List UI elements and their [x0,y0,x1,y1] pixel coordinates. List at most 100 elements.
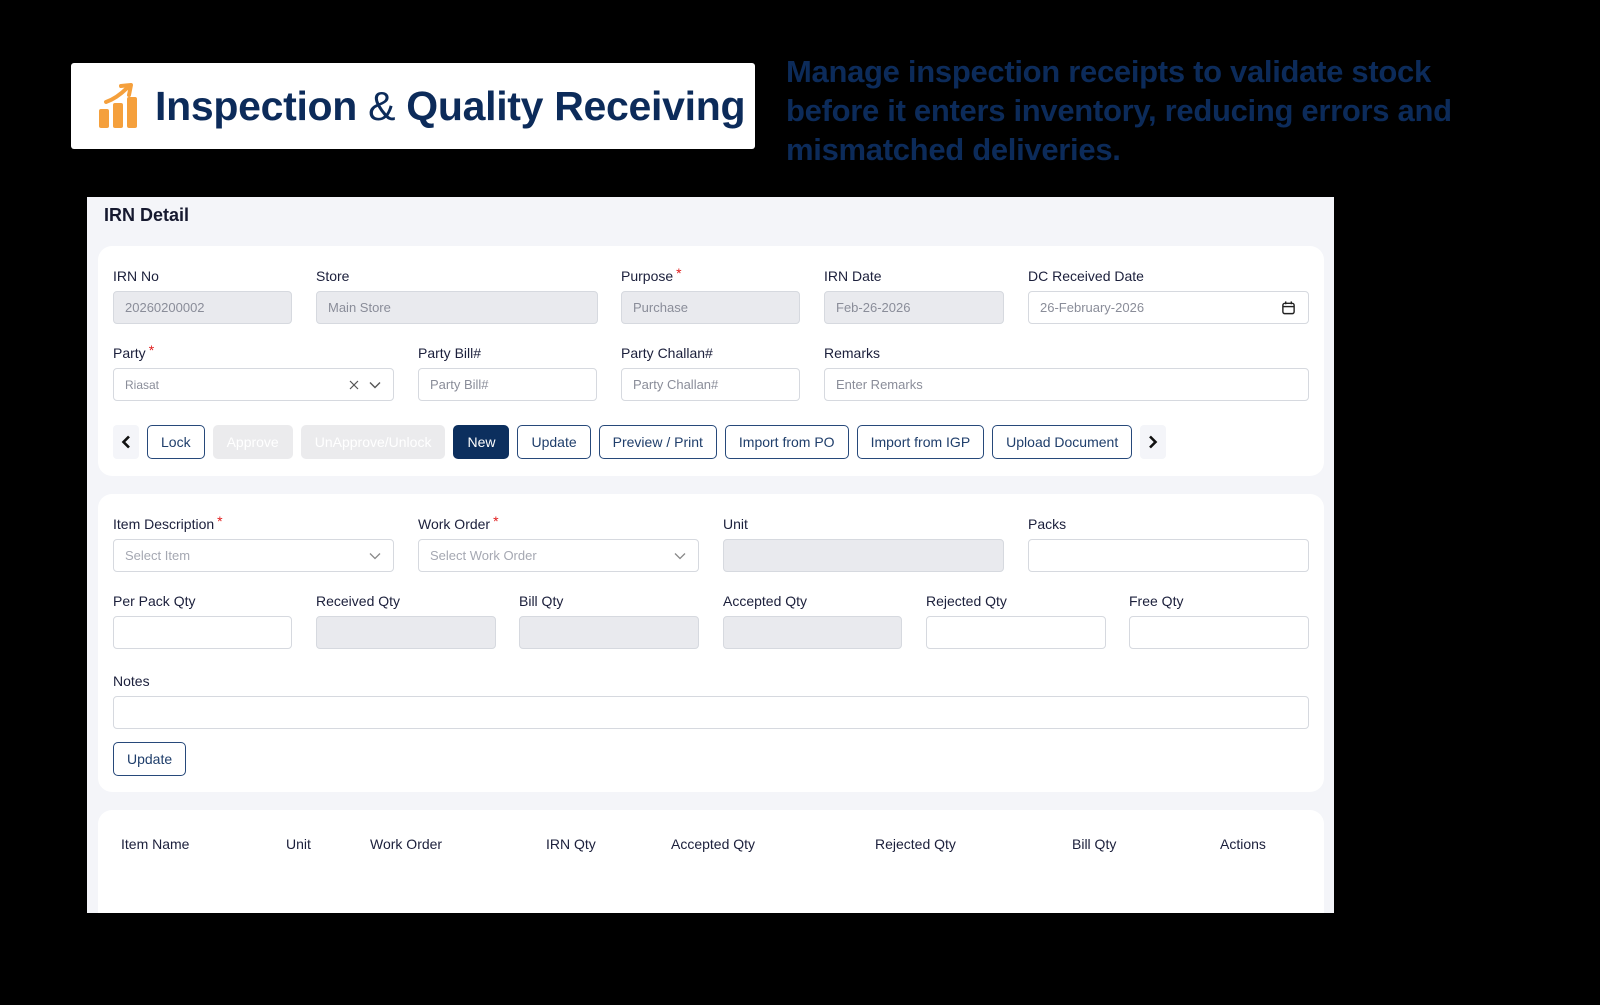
irn-no-value: 20260200002 [125,300,205,315]
party-bill-field: Party Bill# Party Bill# [418,343,597,401]
item-update-button[interactable]: Update [113,742,187,776]
chevron-right-icon [1149,435,1158,449]
new-button[interactable]: New [453,425,510,459]
item-description-field: Item Description* Select Item [113,513,394,572]
notes-label: Notes [113,673,150,689]
column-header-unit[interactable]: Unit [286,836,311,852]
party-label: Party* [113,342,394,363]
bar-chart-growth-icon [99,83,137,128]
store-label: Store [316,268,350,284]
scroll-left-button[interactable] [113,425,139,459]
column-header-work-order[interactable]: Work Order [370,836,443,852]
dc-received-date-field: DC Received Date 26-February-2026 [1028,266,1309,324]
bill-qty-input [519,616,699,649]
party-field: Party* Riasat [113,342,394,401]
free-qty-input[interactable] [1129,616,1309,649]
store-value: Main Store [328,300,391,315]
chevron-down-icon[interactable] [674,552,686,560]
hero-title-part2: Quality Receiving [406,82,746,129]
notes-field: Notes [113,671,1309,729]
per-pack-qty-field: Per Pack Qty [113,591,292,649]
clear-icon[interactable] [349,380,359,390]
per-pack-qty-input[interactable] [113,616,292,649]
column-header-rejected-qty[interactable]: Rejected Qty [875,836,956,852]
item-entry-card: Item Description* Select Item Work Order… [98,494,1324,792]
required-asterisk: * [217,513,223,529]
unapprove-unlock-button[interactable]: UnApprove/Unlock [300,425,446,459]
purpose-label: Purpose* [621,265,800,286]
irn-no-input: 20260200002 [113,291,292,324]
irn-date-value: Feb-26-2026 [836,300,911,315]
required-asterisk: * [676,265,682,281]
packs-input[interactable] [1028,539,1309,572]
free-qty-field: Free Qty [1129,591,1309,649]
irn-date-label: IRN Date [824,268,882,284]
chevron-down-icon[interactable] [369,552,381,560]
scroll-right-button[interactable] [1140,425,1167,459]
party-challan-input[interactable]: Party Challan# [621,368,800,401]
work-order-label-text: Work Order [418,516,491,532]
upload-document-button[interactable]: Upload Document [992,425,1133,459]
work-order-label: Work Order* [418,513,699,534]
dc-received-date-input[interactable]: 26-February-2026 [1028,291,1309,324]
purpose-value: Purchase [633,300,688,315]
approve-button[interactable]: Approve [212,425,293,459]
work-order-field: Work Order* Select Work Order [418,513,699,572]
party-challan-field: Party Challan# Party Challan# [621,343,800,401]
hero-title-part1: Inspection [155,82,358,129]
required-asterisk: * [148,342,155,358]
dc-received-date-value: 26-February-2026 [1040,300,1145,315]
purpose-label-text: Purpose [621,268,674,284]
dc-received-date-label: DC Received Date [1028,268,1144,284]
hero-title-amp: & [368,82,396,129]
required-asterisk: * [493,513,499,529]
calendar-icon[interactable] [1281,300,1296,315]
party-bill-input[interactable]: Party Bill# [418,368,597,401]
hero-title-badge: Inspection & Quality Receiving [71,63,755,149]
item-description-label: Item Description* [113,513,394,534]
per-pack-qty-label: Per Pack Qty [113,593,196,609]
action-toolbar: Lock Approve UnApprove/Unlock New Update… [113,425,1167,459]
party-select[interactable]: Riasat [113,368,394,401]
purpose-field: Purpose* Purchase [621,265,800,324]
irn-date-input: Feb-26-2026 [824,291,1004,324]
work-order-select[interactable]: Select Work Order [418,539,699,572]
preview-print-button[interactable]: Preview / Print [598,425,717,459]
party-label-text: Party [113,345,146,361]
unit-field: Unit [723,514,1004,572]
party-bill-placeholder: Party Bill# [430,377,489,392]
party-value: Riasat [125,377,160,392]
rejected-qty-label: Rejected Qty [926,593,1007,609]
store-input: Main Store [316,291,598,324]
page-title: IRN Detail [104,205,190,225]
remarks-input[interactable]: Enter Remarks [824,368,1309,401]
bill-qty-field: Bill Qty [519,591,699,649]
rejected-qty-field: Rejected Qty [926,591,1106,649]
bill-qty-label: Bill Qty [519,593,564,609]
irn-detail-panel: IRN Detail IRN No 20260200002 Store Main… [87,197,1334,913]
accepted-qty-input [723,616,902,649]
column-header-bill-qty[interactable]: Bill Qty [1072,836,1117,852]
rejected-qty-input[interactable] [926,616,1106,649]
update-button[interactable]: Update [517,425,591,459]
unit-label: Unit [723,516,748,532]
received-qty-label: Received Qty [316,593,401,609]
column-header-item-name[interactable]: Item Name [121,836,190,852]
lock-button[interactable]: Lock [147,425,205,459]
received-qty-field: Received Qty [316,591,496,649]
notes-input[interactable] [113,696,1309,729]
import-from-po-button[interactable]: Import from PO [724,425,849,459]
work-order-placeholder: Select Work Order [430,548,537,563]
item-description-select[interactable]: Select Item [113,539,394,572]
irn-no-label: IRN No [113,268,159,284]
store-field: Store Main Store [316,266,598,324]
party-bill-label: Party Bill# [418,345,482,361]
packs-field: Packs [1028,514,1309,572]
remarks-label: Remarks [824,345,881,361]
item-description-label-text: Item Description [113,516,215,532]
column-header-accepted-qty[interactable]: Accepted Qty [671,836,756,852]
irn-no-field: IRN No 20260200002 [113,266,292,324]
chevron-down-icon[interactable] [369,381,381,389]
column-header-irn-qty[interactable]: IRN Qty [546,836,596,852]
import-from-igp-button[interactable]: Import from IGP [856,425,985,459]
